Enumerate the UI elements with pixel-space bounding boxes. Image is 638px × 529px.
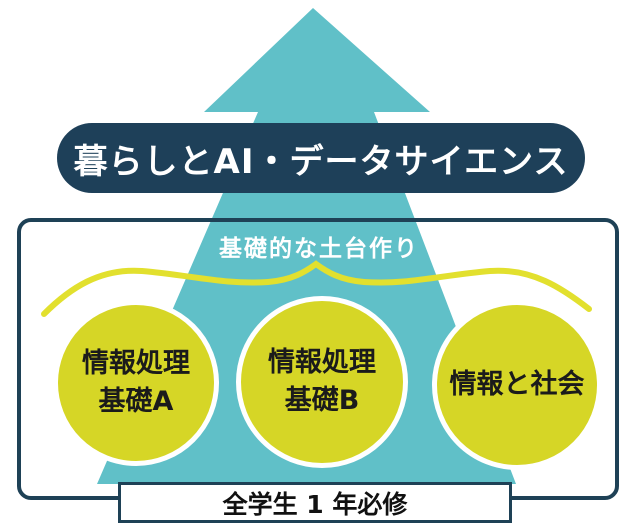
course-circle-joho-to-shakai: 情報と社会	[432, 300, 602, 470]
footer-badge: 全学生 1 年必修	[118, 482, 512, 523]
goal-pill-label: 暮らしとAI・データサイエンス	[73, 141, 569, 182]
foundation-caption: 基礎的な土台作り	[219, 236, 419, 262]
brace-icon	[41, 260, 592, 317]
course-label: 情報処理 基礎A	[82, 347, 190, 417]
goal-pill: 暮らしとAI・データサイエンス	[57, 123, 585, 193]
footer-badge-label: 全学生 1 年必修	[222, 489, 408, 519]
course-circle-joho-shori-kiso-a: 情報処理 基礎A	[53, 300, 219, 466]
course-circle-joho-shori-kiso-b: 情報処理 基礎B	[236, 296, 408, 468]
course-label: 情報と社会	[449, 368, 585, 400]
course-label: 情報処理 基礎B	[268, 346, 376, 416]
